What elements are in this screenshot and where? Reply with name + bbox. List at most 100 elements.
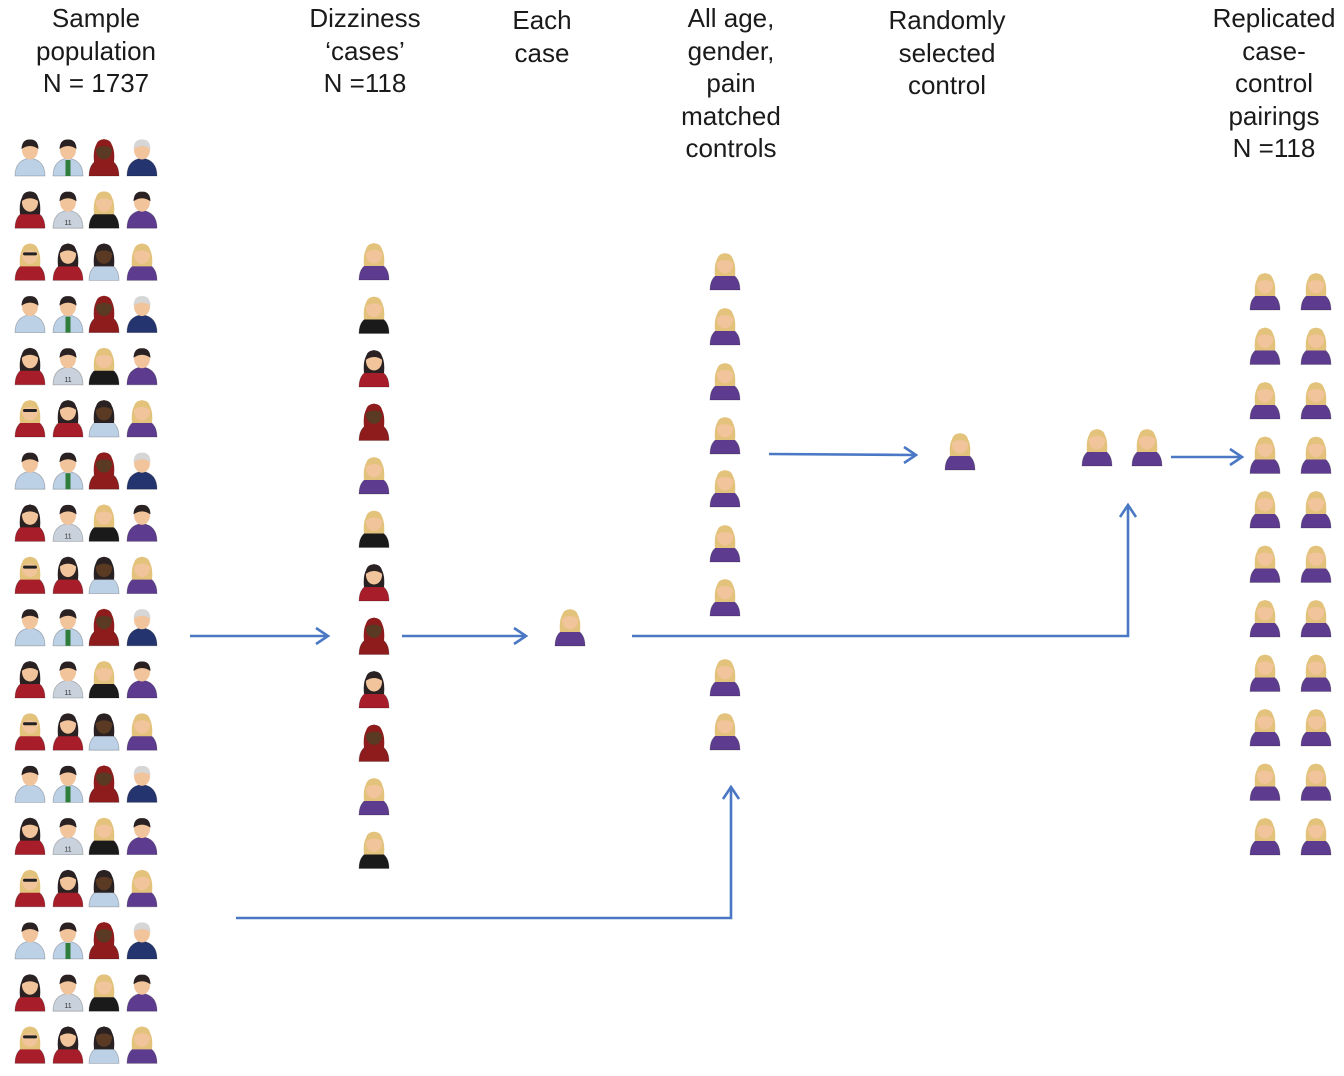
header-matched-controls: All age, gender, pain matched controls <box>660 2 802 165</box>
person-icon <box>358 350 390 388</box>
person-icon <box>1249 654 1281 692</box>
person-icon <box>709 417 741 455</box>
person-icon <box>1300 436 1332 474</box>
header-random-control: Randomly selected control <box>866 4 1028 102</box>
person-icon <box>1300 327 1332 365</box>
header-line: case <box>514 37 570 68</box>
person-icon <box>52 1026 84 1064</box>
person-icon <box>1300 491 1332 529</box>
person-icon <box>52 869 84 908</box>
header-line: control <box>1234 68 1314 98</box>
arrowhead-icon <box>721 784 741 800</box>
person-icon <box>88 191 120 229</box>
person-icon <box>126 556 158 594</box>
person-icon <box>1249 273 1281 311</box>
person-icon <box>126 869 158 908</box>
person-icon <box>944 433 976 471</box>
person-icon <box>1300 654 1332 692</box>
person-icon <box>14 139 46 177</box>
person-icon <box>14 347 46 386</box>
person-icon <box>88 347 120 386</box>
header-line: Each <box>512 5 572 35</box>
header-line: controls <box>685 133 777 163</box>
person-icon <box>709 253 741 291</box>
header-line: pain <box>706 68 756 98</box>
person-icon <box>709 579 741 617</box>
person-icon <box>14 504 46 542</box>
header-line: selected <box>898 37 996 68</box>
person-icon <box>1300 600 1332 638</box>
person-icon <box>88 661 120 699</box>
header-line: N =118 <box>323 68 407 98</box>
person-icon <box>126 400 158 438</box>
person-icon <box>126 452 158 490</box>
person-icon <box>1300 818 1332 856</box>
person-icon <box>358 617 390 655</box>
person-icon <box>126 243 158 281</box>
person-icon <box>88 608 120 647</box>
person-icon <box>14 765 46 803</box>
person-icon <box>1249 818 1281 856</box>
header-dizziness-cases: Dizziness ‘cases’ N =118 <box>290 2 440 100</box>
person-icon <box>88 922 120 960</box>
person-icon <box>358 243 390 281</box>
person-icon <box>709 713 741 751</box>
person-icon <box>88 765 120 803</box>
person-icon <box>126 348 158 386</box>
person-icon <box>14 296 46 333</box>
person-icon <box>14 817 46 855</box>
person-icon <box>126 922 158 960</box>
person-icon <box>358 510 390 548</box>
person-icon <box>358 778 390 816</box>
person-icon <box>52 296 84 333</box>
header-line: population <box>36 35 156 66</box>
arrowhead-icon <box>315 626 331 646</box>
person-icon <box>126 504 158 542</box>
header-line: N =118 <box>1232 133 1316 163</box>
header-line: case- <box>1242 35 1306 66</box>
person-icon: 11 <box>52 191 84 229</box>
person-icon <box>358 671 390 709</box>
person-icon <box>52 400 84 438</box>
person-icon <box>126 661 158 699</box>
person-icon <box>88 295 120 333</box>
person-icon <box>358 564 390 602</box>
person-icon: 11 <box>52 818 84 855</box>
person-icon <box>126 818 158 855</box>
person-icon <box>358 296 390 334</box>
person-icon <box>1249 763 1281 801</box>
person-icon <box>1300 709 1332 747</box>
person-icon <box>126 1026 158 1064</box>
person-icon <box>88 869 120 908</box>
person-icon <box>14 243 46 281</box>
arrowhead-icon <box>1229 447 1245 467</box>
person-icon <box>88 243 120 281</box>
person-icon <box>126 191 158 229</box>
person-icon <box>1249 491 1281 529</box>
person-icon <box>1249 382 1281 420</box>
person-icon <box>88 139 120 177</box>
arrowhead-icon <box>513 626 529 646</box>
person-icon <box>88 713 120 751</box>
header-replicated-pairings: Replicated case- control pairings N =118 <box>1204 2 1344 165</box>
person-icon <box>126 974 158 1012</box>
person-icon <box>52 765 84 803</box>
person-icon: 11 <box>52 348 84 386</box>
person-icon <box>1249 545 1281 583</box>
person-icon <box>14 556 46 594</box>
person-icon <box>1300 545 1332 583</box>
person-icon <box>126 296 158 333</box>
person-icon <box>52 922 84 960</box>
person-icon <box>126 609 158 647</box>
arrow-case-to-pair <box>632 505 1130 638</box>
arrowhead-icon <box>903 445 919 465</box>
person-icon <box>52 609 84 647</box>
person-icon <box>126 139 158 177</box>
header-sample-population: Sample population N = 1737 <box>20 2 172 100</box>
person-icon <box>52 452 84 490</box>
header-line: matched <box>681 100 781 131</box>
header-line: Randomly <box>888 5 1006 35</box>
person-icon <box>1081 429 1113 467</box>
person-icon <box>709 525 741 563</box>
